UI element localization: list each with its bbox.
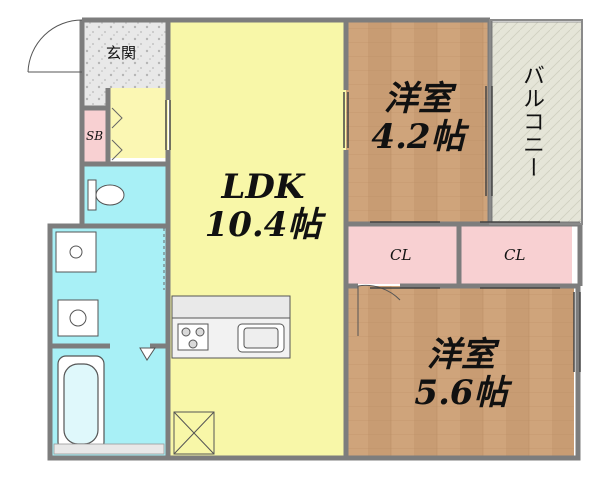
- shoebox-label: SB: [86, 129, 104, 143]
- western-room-2-size: 5.6帖: [414, 373, 508, 413]
- entrance-door: [27, 19, 83, 73]
- ldk-name: LDK: [221, 167, 305, 207]
- closet-2-floor: [460, 226, 572, 284]
- shoebox-area: [84, 108, 108, 164]
- wash-basin: [55, 231, 97, 273]
- western-room-1-floor: [346, 22, 488, 224]
- western-room-2-floor: [346, 286, 574, 456]
- closet-1-floor: [346, 226, 458, 284]
- western-room-1-name: 洋室: [384, 79, 452, 119]
- balcony-label: バルコニー: [519, 64, 544, 179]
- bathtub: [57, 355, 105, 451]
- ldk-label: LDK 10.4帖: [198, 170, 328, 242]
- kitchen-counter: [171, 295, 291, 359]
- entrance-label: 玄関: [106, 44, 137, 62]
- ldk-size: 10.4帖: [204, 205, 322, 245]
- ldk-floor: [170, 22, 346, 456]
- closet-1-label: CL: [390, 246, 412, 264]
- toilet-fixture: [87, 179, 125, 211]
- storage-box: [173, 411, 215, 455]
- western-room-1-label: 洋室 4.2帖: [358, 82, 478, 154]
- western-room-1-size: 4.2帖: [371, 117, 465, 157]
- western-room-2-name: 洋室: [427, 335, 495, 375]
- washing-machine-pan: [57, 299, 99, 337]
- balcony-area: [489, 21, 583, 223]
- closet-2-label: CL: [504, 246, 526, 264]
- western-room-2-label: 洋室 5.6帖: [396, 338, 526, 410]
